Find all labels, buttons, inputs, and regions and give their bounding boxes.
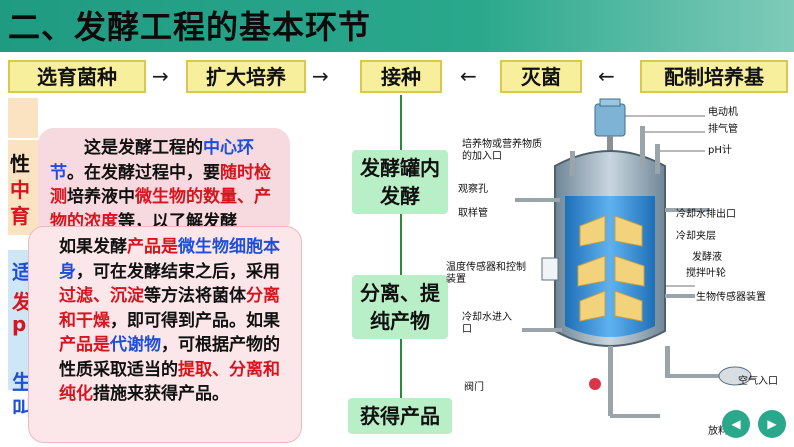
label-feed-inlet: 培养物或营养物质的加入口	[462, 139, 542, 162]
card-text-segment: 分离和干燥	[59, 286, 280, 331]
card-text-segment: 措施来获得产品。	[93, 384, 229, 404]
card-text-segment: 微生物细胞本身	[59, 237, 280, 282]
arrow-right-icon: →	[152, 64, 169, 88]
label-sample-tube: 取样管	[458, 208, 488, 219]
step-prepare-medium: 配制培养基	[640, 60, 788, 93]
card-text-segment: 提取、分离和纯化	[59, 359, 280, 405]
page-title: 二、发酵工程的基本环节	[8, 8, 372, 46]
card-text-segment: 随时检测	[50, 162, 271, 208]
bg-fragment: 中	[10, 178, 30, 202]
card-text-segment: 产品是	[127, 237, 178, 257]
card-text-segment: 这是发酵工程的	[84, 138, 203, 158]
step-inoculation: 接种	[360, 60, 442, 93]
flow-connector	[400, 95, 402, 425]
next-slide-button[interactable]: ▶	[758, 410, 786, 438]
bg-fragment: 育	[10, 204, 30, 228]
bg-fragment: p	[12, 312, 27, 336]
title-bar	[0, 0, 794, 52]
step-sterilization: 灭菌	[500, 60, 582, 93]
label-bio-sensor: 生物传感器装置	[696, 292, 766, 303]
step-strain-selection: 选育菌种	[8, 60, 146, 93]
card-text-segment: 培养液中	[67, 187, 135, 207]
label-motor: 电动机	[708, 107, 738, 118]
card-text-segment: 代谢物	[110, 335, 161, 355]
stage-separation: 分离、提纯产物	[352, 275, 448, 339]
explanation-card-fermentation: 这是发酵工程的中心环节。在发酵过程中，要随时检测培养液中微生物的数量、产物的浓度…	[38, 128, 290, 236]
arrow-right-icon: →	[312, 64, 329, 88]
stage-product: 获得产品	[348, 398, 452, 434]
bg-fragment: 发	[12, 290, 32, 314]
label-cooling-jacket: 冷却夹层	[676, 231, 716, 242]
card-text-segment: 中心环节	[50, 138, 254, 183]
bg-panel	[8, 98, 38, 138]
card-text-segment: ，即可得到产品。如果	[110, 310, 280, 331]
label-broth: 发酵液	[692, 252, 722, 263]
card-text-segment: ，可根据产物的性质采取适当的	[59, 335, 280, 380]
label-air-inlet: 空气入口	[738, 376, 778, 387]
bg-fragment: 适	[12, 260, 32, 284]
label-coolant-out: 冷却水排出口	[676, 209, 736, 220]
bg-fragment: 性	[10, 152, 30, 176]
card-text-segment: ，可在发酵结束之后，采用	[76, 261, 280, 282]
bg-fragment: 叫	[12, 396, 32, 420]
label-exhaust: 排气管	[708, 124, 738, 135]
label-impeller: 搅拌叶轮	[686, 268, 726, 279]
card-text-segment: 如果发酵	[59, 237, 127, 257]
label-ph: pH计	[708, 145, 732, 156]
card-text-segment: 过滤、沉淀	[59, 286, 144, 306]
prev-slide-button[interactable]: ◀	[722, 410, 750, 438]
step-expand-culture: 扩大培养	[186, 60, 306, 93]
card-text-segment: 产品是	[59, 335, 110, 355]
explanation-card-separation: 如果发酵产品是微生物细胞本身，可在发酵结束之后，采用过滤、沉淀等方法将菌体分离和…	[28, 226, 302, 443]
card-text-segment: 。在发酵过程中，要	[67, 162, 220, 183]
label-valve: 阀门	[464, 382, 484, 393]
motor-icon	[594, 103, 626, 137]
stage-fermentation: 发酵罐内发酵	[352, 150, 448, 214]
arrow-left-icon: ←	[598, 64, 615, 88]
arrow-left-icon: ←	[460, 64, 477, 88]
label-coolant-in: 冷却水进入口	[462, 312, 512, 335]
bg-fragment: 生	[12, 370, 32, 394]
fermenter-diagram	[515, 98, 752, 418]
card-text-segment: 等方法将菌体	[144, 286, 246, 306]
label-temp-sensor: 温度传感器和控制装置	[446, 262, 526, 285]
label-window: 观察孔	[458, 184, 488, 195]
label-discharge: 放料管	[708, 426, 738, 437]
